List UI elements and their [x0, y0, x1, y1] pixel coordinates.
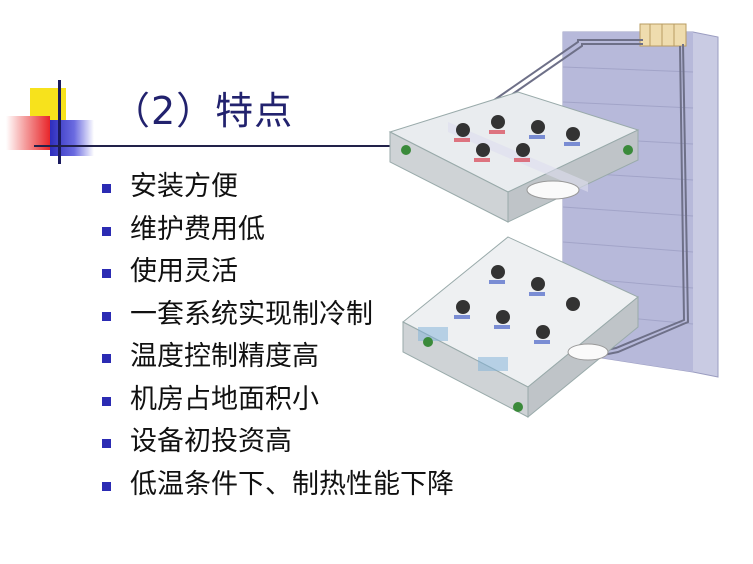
bullet-item: 安装方便 [100, 168, 454, 211]
slide-title: （2）特点 [112, 89, 294, 133]
bullet-icon [102, 226, 111, 236]
bullet-item: 一套系统实现制冷制 [100, 296, 454, 339]
bullet-icon [102, 311, 111, 321]
lower-floor-cutaway [402, 236, 639, 419]
logo-vertical-line [58, 80, 61, 164]
bullet-icon [102, 396, 111, 406]
bullet-icon [102, 354, 111, 363]
building-hvac-illustration [388, 23, 719, 419]
bullet-item: 维护费用低 [100, 211, 454, 254]
bullet-item: 温度控制精度高 [100, 338, 454, 381]
bullet-list: 安装方便 维护费用低 使用灵活 一套系统实现制冷制 温度控制精度高 机房占地面积… [100, 168, 454, 508]
roof-outdoor-units [639, 23, 687, 47]
bullet-icon [102, 269, 111, 278]
bullet-item: 低温条件下、制热性能下降 [100, 466, 454, 509]
bullet-icon [102, 439, 111, 448]
logo-red-square [6, 116, 50, 150]
logo-blue-square [50, 120, 94, 156]
bullet-item: 设备初投资高 [100, 423, 454, 466]
bullet-icon [102, 184, 111, 193]
bullet-item: 机房占地面积小 [100, 381, 454, 424]
title-underline [34, 145, 394, 147]
upper-floor-cutaway [388, 91, 640, 223]
bullet-icon [102, 481, 111, 491]
bullet-item: 使用灵活 [100, 253, 454, 296]
